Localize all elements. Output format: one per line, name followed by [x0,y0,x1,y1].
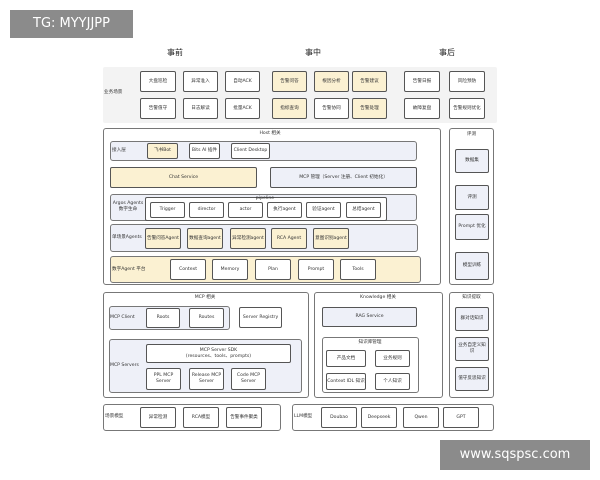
extract-item: 业务自定义知识 [455,337,489,361]
scenario-11: 批量ACK [225,98,260,119]
mcp-management: MCP 管理（Server 注册、Client 初始化） [270,167,417,188]
platform-item: Prompt [298,259,334,280]
mcp-title: MCP 相关 [194,295,216,301]
rag-service: RAG Service [322,307,417,327]
roots: Roots [146,308,180,328]
scenario-label: 业务场景 [104,90,123,96]
argos-label: Argos Agents 数字生命 [112,201,144,212]
argos-item: director [189,202,224,218]
single-agent: RCA Agent [271,228,307,249]
extract-item: 群对话知识 [455,307,489,331]
single-agents-label: 单场景Agents [112,235,142,241]
scenario-15: 故障复盘 [404,98,440,119]
scenario-5: 根因分析 [314,71,349,92]
scenario-12: 指标查询 [272,98,307,119]
scenario-10: 日志解读 [183,98,218,119]
scene-model: 异常检测 [140,407,176,428]
scenario-16: 告警规则优化 [449,98,485,119]
scenario-9: 告警值守 [140,98,176,119]
access-label: 接入层 [112,148,126,154]
mcp-server: Release MCP Server [189,368,224,390]
scenario-6: 告警建议 [352,71,387,92]
routes: Routes [189,308,224,328]
watermark-bottom: www.sqspsc.com [440,440,590,470]
scenario-7: 告警日报 [404,71,440,92]
llm-model: Doubao [321,407,357,428]
access-item: Client Desktop [231,143,270,159]
mcp-servers-label: MCP Servers [110,363,139,369]
single-agent: 数据查询agent [187,228,223,249]
llm-label: LLM模型 [294,414,313,420]
platform-item: Plan [255,259,291,280]
scene-model: RCA模型 [183,407,219,428]
eval-item: 模型训练 [455,252,489,280]
argos-item: 总结agent [346,202,381,218]
mcp-server: Code MCP Server [231,368,266,390]
scene-model: 告警事件聚类 [226,407,262,428]
kb-item: 个人知识 [375,373,410,390]
mcp-server: PPL MCP Server [146,368,181,390]
extract-title: 知识提取 [462,295,481,301]
eval-title: 评测 [466,132,477,138]
scenario-1: 大盘巡检 [140,71,176,92]
kb-title: 知识库管理 [358,340,382,346]
single-agent: 异常检测agent [230,228,266,249]
access-item: 飞书Bot [147,143,178,159]
scenario-3: 自动ACK [225,71,260,92]
eval-item: 评测 [455,185,489,210]
scenario-2: 异常准入 [183,71,218,92]
single-agent: 告警问答Agent [145,228,181,249]
platform-item: Tools [340,259,376,280]
access-item: Bits AI 插件 [189,143,220,159]
mcp-client-label: MCP Client [110,315,135,321]
scenario-4: 告警问答 [272,71,307,92]
scenario-13: 告警协同 [314,98,349,119]
phase-before: 事前 [167,48,183,57]
scenario-8: 风险预防 [449,71,485,92]
chat-service: Chat Service [110,167,257,188]
pipeline-title: pipeline [255,196,275,202]
kb-item: Context IDL 知识 [326,373,366,390]
phase-after: 事后 [439,48,455,57]
argos-item: 验证agent [306,202,341,218]
platform-item: Memory [212,259,248,280]
platform-item: Context [170,259,206,280]
phase-during: 事中 [305,48,321,57]
argos-item: Trigger [150,202,185,218]
eval-item: 数据集 [455,149,489,173]
watermark-top: TG: MYYJJPP [10,10,133,38]
kb-item: 产品文档 [326,350,366,367]
scene-models-label: 场景模型 [105,414,124,420]
llm-model: GPT [443,407,479,428]
llm-model: Deepseek [361,407,397,428]
platform-label: 数字Agent 平台 [112,267,146,273]
llm-model: Qwen [403,407,439,428]
knowledge-title: Knowledge 相关 [360,295,396,301]
argos-item: 执行agent [267,202,302,218]
mcp-server-sdk: MCP Server SDK (resources、tools、prompts) [146,344,291,363]
scenario-14: 告警处理 [352,98,387,119]
extract-item: 值守反思知识 [455,367,489,391]
server-registry: Server Registry [239,307,282,328]
eval-item: Prompt 优化 [455,214,489,240]
host-title: Host 相关 [259,131,281,137]
argos-item: actor [228,202,263,218]
kb-item: 业务规则 [375,350,410,367]
single-agent: 意图识别agent [313,228,349,249]
